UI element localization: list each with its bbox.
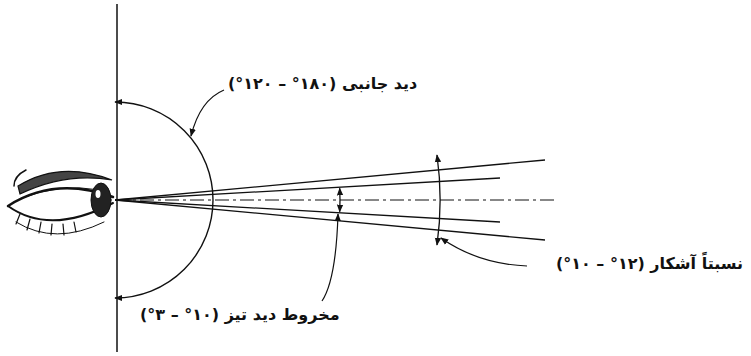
angle-label: نسبتاً آشکار (۱۲° – ۱۰°) — [556, 254, 743, 273]
reference-line — [116, 4, 118, 352]
angle-label: دید جانبی (۱۸۰° – ۱۲۰°) — [228, 74, 417, 93]
peripheral-arc — [115, 102, 213, 298]
middle-arc — [437, 155, 440, 245]
center-axis — [115, 200, 555, 201]
angle-label: مخروط دید تیز (۱۰° – ۳°) — [140, 305, 340, 324]
sharp-arc — [339, 188, 341, 212]
leader-lines — [191, 90, 527, 301]
sight-lines — [115, 160, 545, 240]
eye-drawing — [8, 170, 113, 235]
